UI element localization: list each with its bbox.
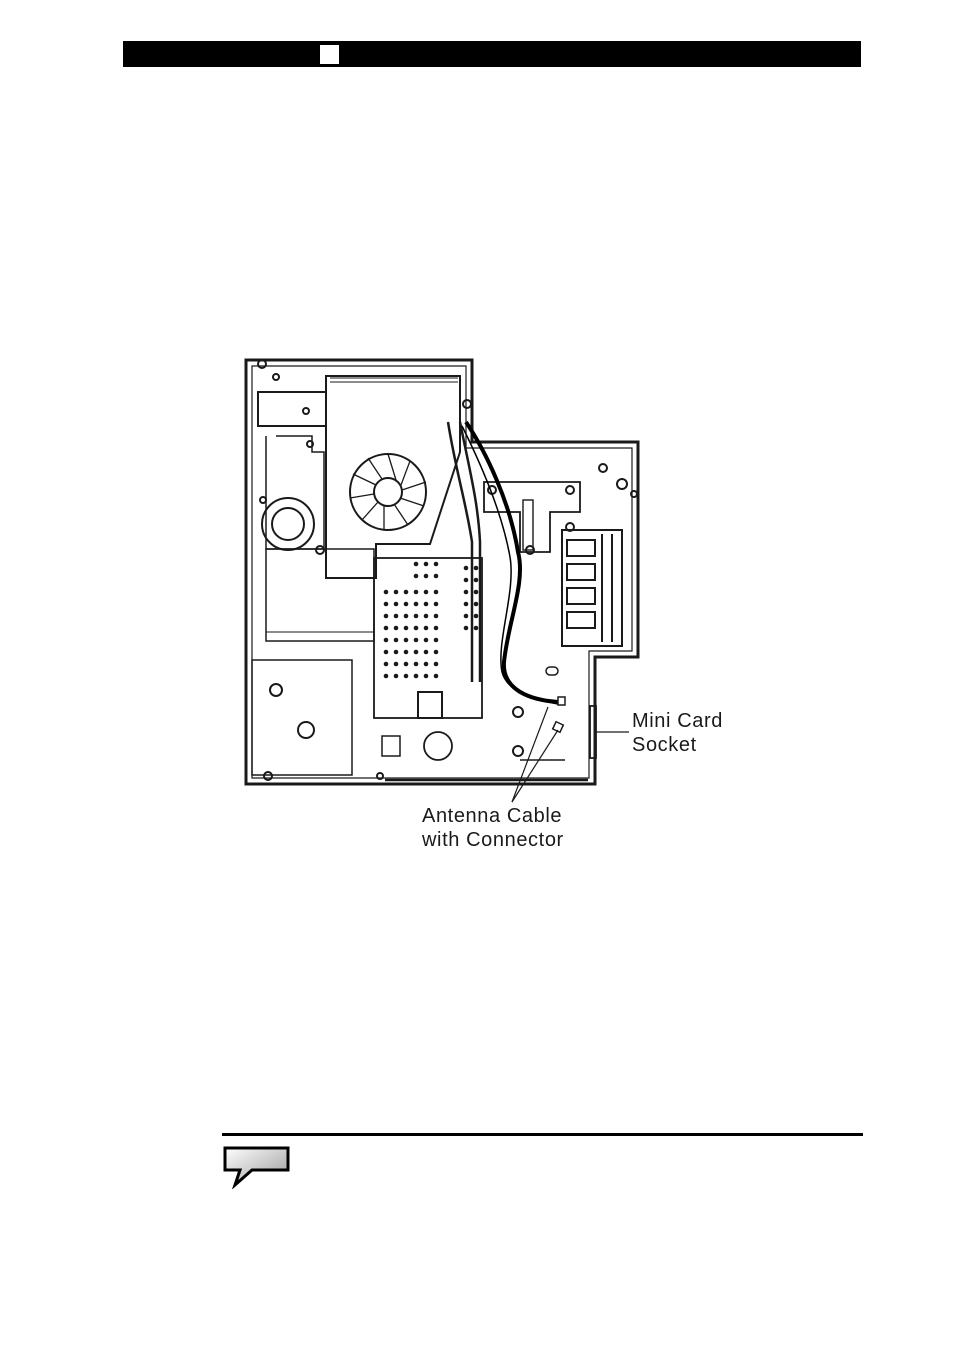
lower-left-plate	[252, 660, 352, 775]
motherboard-diagram	[240, 352, 750, 857]
chapter-header-bar	[123, 41, 861, 67]
main-fan-icon	[350, 454, 426, 530]
chipset-grid	[374, 558, 482, 718]
bracket	[484, 482, 580, 552]
left-module	[258, 392, 326, 426]
antenna-cable-white	[462, 426, 558, 704]
chapter-marker-icon	[320, 45, 339, 64]
memory-module	[562, 530, 622, 646]
antenna-cable-label: Antenna Cable with Connector	[422, 804, 564, 852]
small-fan-icon	[262, 498, 314, 550]
chassis-outline	[246, 360, 638, 784]
heatsink	[326, 376, 460, 578]
mini-card-socket-label: Mini Card Socket	[632, 709, 723, 757]
note-divider	[222, 1133, 863, 1136]
speech-bubble-note-icon	[222, 1143, 292, 1189]
